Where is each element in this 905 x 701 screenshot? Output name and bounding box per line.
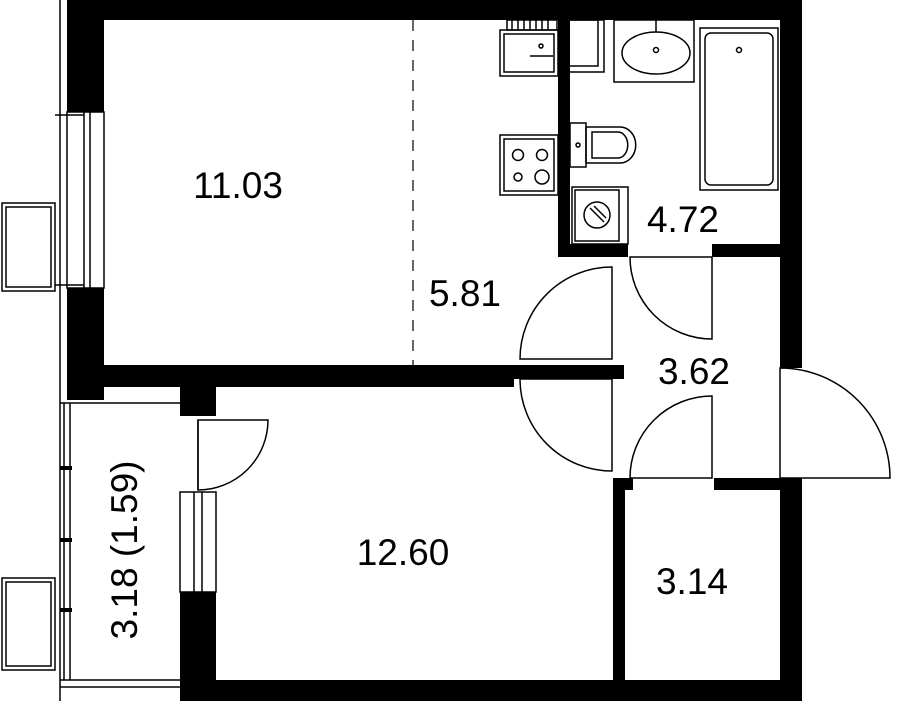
area-label-bathroom: 4.72 bbox=[647, 199, 719, 240]
stove-icon bbox=[499, 134, 559, 196]
area-label-hallway: 3.62 bbox=[658, 351, 730, 392]
wall-bedroom-left-low bbox=[180, 592, 216, 701]
wall-right bbox=[780, 0, 802, 255]
window-bedroom bbox=[179, 491, 217, 593]
balcony-frame bbox=[59, 0, 180, 701]
wall-storage-top-right bbox=[714, 478, 802, 490]
window-living bbox=[66, 111, 105, 289]
wall-storage-left bbox=[613, 478, 625, 688]
room-labels: 11.03 5.81 4.72 3.62 12.60 3.14 3.18 (1.… bbox=[104, 165, 730, 639]
bathtub-icon bbox=[699, 27, 779, 191]
area-label-balcony: 3.18 (1.59) bbox=[104, 461, 145, 640]
wall-left-top bbox=[67, 0, 104, 112]
washing-machine-icon bbox=[571, 186, 629, 245]
sink-icon bbox=[499, 19, 559, 77]
wall-right-bottom bbox=[780, 478, 802, 701]
toilet-icon bbox=[569, 122, 637, 168]
wall-storage-top bbox=[613, 478, 633, 490]
area-label-living: 11.03 bbox=[193, 165, 283, 206]
basin-icon bbox=[613, 19, 695, 83]
area-label-kitchen: 5.81 bbox=[429, 273, 501, 314]
wall-right-lower bbox=[780, 255, 802, 368]
wall-bath-left bbox=[558, 20, 570, 246]
wall-mid-horizontal-right bbox=[514, 365, 624, 379]
walls bbox=[67, 0, 802, 701]
wall-top bbox=[67, 0, 802, 20]
door-swing-icon bbox=[197, 256, 891, 491]
area-label-bedroom: 12.60 bbox=[357, 532, 450, 573]
wall-bath-bottom-right bbox=[712, 244, 802, 257]
wall-mid-horizontal bbox=[67, 365, 514, 387]
window-icon bbox=[55, 111, 217, 593]
outdoor-boxes bbox=[1, 202, 56, 671]
balcony-window-ticks bbox=[60, 466, 72, 612]
wall-bath-bottom bbox=[558, 244, 628, 257]
wall-bottom bbox=[180, 680, 802, 701]
kitchen-shelf bbox=[570, 19, 605, 73]
area-label-storage: 3.14 bbox=[656, 561, 728, 602]
